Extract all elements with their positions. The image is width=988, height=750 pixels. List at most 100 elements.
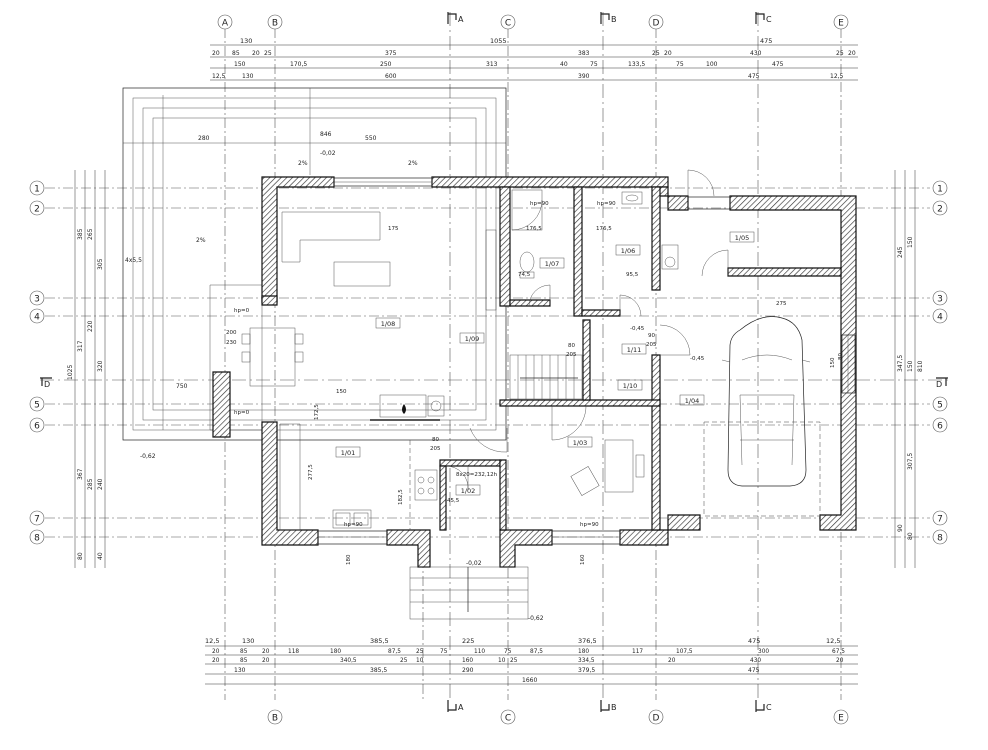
svg-text:10: 10 (416, 658, 424, 664)
grid-bubble-e-top: E (833, 14, 849, 30)
svg-text:20: 20 (848, 50, 856, 57)
annotations: hp=0 hp=0 hp=90 hp=90 hp=90 hp=90 8x20=2… (226, 160, 844, 565)
svg-text:95,5: 95,5 (626, 272, 639, 278)
svg-text:430: 430 (750, 658, 761, 664)
svg-text:385,5: 385,5 (370, 637, 389, 645)
svg-text:4: 4 (937, 313, 943, 323)
section-d-right: D (936, 377, 948, 389)
svg-text:80: 80 (907, 532, 914, 540)
section-b-top: B (600, 12, 617, 24)
grid-bubble-1-left: 1 (29, 180, 45, 196)
svg-text:C: C (505, 19, 511, 29)
svg-text:2%: 2% (196, 237, 206, 244)
svg-text:12,5: 12,5 (830, 73, 844, 80)
svg-text:100: 100 (706, 61, 718, 68)
svg-text:385: 385 (77, 228, 84, 240)
svg-text:74,5: 74,5 (518, 272, 531, 278)
svg-text:1025: 1025 (67, 365, 74, 380)
svg-text:7: 7 (34, 515, 40, 525)
grid-bubbles-columns: A B C D E B C D E (217, 14, 849, 725)
svg-text:1/08: 1/08 (381, 320, 396, 328)
bottom-dimensions: 12,5 130 385,5 225 376,5 475 12,5 20 85 … (205, 637, 858, 685)
svg-text:1/02: 1/02 (461, 487, 476, 495)
svg-text:2%: 2% (298, 160, 308, 167)
svg-text:D: D (653, 714, 660, 724)
svg-text:20: 20 (252, 50, 260, 57)
svg-text:205: 205 (566, 352, 577, 358)
grid-bubble-3-right: 3 (932, 290, 948, 306)
grid-bubble-8-right: 8 (932, 529, 948, 545)
svg-text:290: 290 (462, 667, 474, 674)
internal-walls (439, 186, 842, 531)
svg-text:25: 25 (400, 658, 408, 664)
svg-text:40: 40 (560, 61, 568, 68)
section-c-top: C (755, 12, 772, 24)
svg-text:313: 313 (486, 61, 498, 68)
svg-text:200: 200 (226, 330, 237, 336)
svg-text:75: 75 (504, 649, 512, 655)
svg-text:E: E (838, 714, 844, 724)
svg-text:220: 220 (87, 320, 94, 332)
svg-text:180: 180 (330, 649, 341, 655)
room-label-1-01: 1/01 (335, 446, 361, 458)
svg-text:80: 80 (568, 343, 575, 349)
grid-bubble-3-left: 3 (29, 290, 45, 306)
svg-text:133,5: 133,5 (628, 61, 645, 68)
section-a-bottom: A (447, 700, 464, 712)
svg-text:hp=90: hp=90 (344, 522, 363, 528)
svg-text:2: 2 (34, 205, 40, 215)
svg-text:C: C (766, 703, 772, 712)
grid-bubble-1-right: 1 (932, 180, 948, 196)
svg-text:1/10: 1/10 (623, 382, 638, 390)
svg-text:80: 80 (838, 353, 844, 360)
svg-text:1/05: 1/05 (735, 234, 750, 242)
svg-text:180: 180 (346, 554, 352, 565)
svg-text:180: 180 (578, 649, 589, 655)
svg-text:hp=90: hp=90 (597, 201, 616, 207)
svg-text:334,5: 334,5 (578, 658, 595, 664)
svg-text:117: 117 (632, 649, 643, 655)
svg-text:385,5: 385,5 (370, 667, 387, 674)
side-dimensions: 385 265 317 220 320 305 1025 367 285 240… (67, 170, 924, 568)
svg-text:D: D (936, 380, 942, 389)
svg-text:25: 25 (510, 658, 518, 664)
grid-bubble-4-left: 4 (29, 308, 45, 324)
svg-text:90: 90 (897, 524, 904, 532)
svg-text:475: 475 (748, 73, 760, 80)
svg-text:12,5: 12,5 (212, 73, 226, 80)
svg-text:10: 10 (498, 658, 506, 664)
grid-bubble-6-left: 6 (29, 417, 45, 433)
svg-text:E: E (838, 19, 844, 29)
grid-bubble-a-top: A (217, 14, 233, 30)
car-icon (703, 316, 821, 517)
grid-bubble-d-bottom: D (648, 709, 664, 725)
svg-text:475: 475 (772, 61, 784, 68)
svg-text:150: 150 (907, 236, 914, 248)
svg-text:285: 285 (87, 478, 94, 490)
svg-text:20: 20 (212, 649, 220, 655)
room-label-1-08: 1/08 (375, 317, 401, 329)
section-d-left: D (40, 377, 52, 389)
doors (445, 169, 729, 491)
svg-text:20: 20 (262, 649, 270, 655)
svg-text:80: 80 (77, 552, 84, 560)
svg-text:160: 160 (462, 658, 473, 664)
grid-bubble-5-left: 5 (29, 396, 45, 412)
grid-bubble-7-left: 7 (29, 510, 45, 526)
svg-text:810: 810 (917, 360, 924, 372)
section-c-bottom: C (755, 700, 772, 712)
stairs (509, 354, 583, 400)
svg-text:1/06: 1/06 (621, 247, 636, 255)
svg-text:B: B (611, 15, 617, 24)
svg-text:12,5: 12,5 (826, 637, 840, 645)
svg-text:230: 230 (226, 340, 237, 346)
svg-text:170,5: 170,5 (290, 61, 307, 68)
svg-text:1660: 1660 (522, 677, 537, 684)
svg-text:107,5: 107,5 (676, 649, 693, 655)
svg-text:307,5: 307,5 (907, 453, 914, 470)
svg-text:2%: 2% (408, 160, 418, 167)
axis-grid (40, 12, 950, 700)
bathroom-fixtures (485, 189, 679, 311)
room-label-1-03: 1/03 (567, 436, 593, 448)
svg-text:300: 300 (758, 649, 769, 655)
